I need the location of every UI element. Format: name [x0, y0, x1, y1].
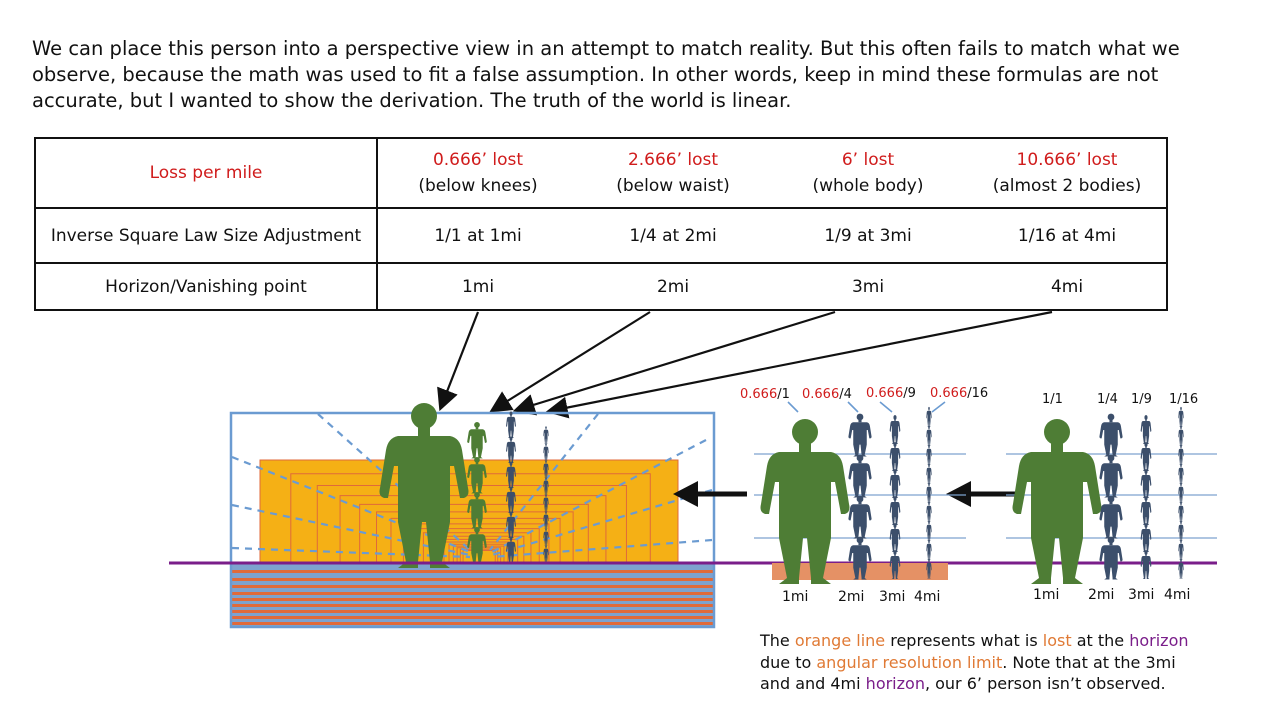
table-cell: 1/4 at 2mi	[578, 207, 768, 264]
horizon-term: horizon	[1129, 631, 1189, 650]
table-cell: 6’ lost (whole body)	[768, 137, 968, 209]
table-cell: 1mi	[377, 262, 578, 311]
table-row: Horizon/Vanishing point 1mi 2mi 3mi 4mi	[34, 262, 1168, 311]
loss-desc: (almost 2 bodies)	[992, 176, 1142, 196]
right-figure: 1/1 1/4 1/9 1/16 1mi 2mi 3mi 4mi	[1006, 392, 1217, 603]
floor-stripe	[231, 622, 714, 625]
floor-stripe	[231, 604, 714, 607]
fraction-label: 1/1	[1042, 392, 1063, 407]
person-stack-4mi	[1178, 406, 1184, 579]
person-1mi	[760, 419, 850, 584]
row-label-loss: Loss per mile	[34, 137, 378, 209]
loss-desc: (below waist)	[616, 176, 730, 196]
loss-value: 0.666’ lost	[432, 150, 524, 170]
person-1mi	[1012, 419, 1102, 584]
intro-line-3: accurate, but I wanted to show the deriv…	[32, 89, 792, 112]
floor-stripe	[231, 610, 714, 613]
fraction-label: 0.666/4	[802, 387, 852, 402]
transition-arrows	[673, 481, 1015, 507]
table-cell: 1/16 at 4mi	[968, 207, 1168, 264]
distance-label: 4mi	[1164, 587, 1190, 603]
distance-label: 4mi	[914, 589, 940, 605]
distance-label: 3mi	[1128, 587, 1154, 603]
floor-stripe	[231, 570, 714, 573]
loss-desc: (below knees)	[418, 176, 538, 196]
distance-label: 1mi	[1033, 587, 1059, 603]
arrow-4mi	[545, 310, 1053, 419]
person-stack-3mi	[889, 415, 901, 580]
fraction-label: 0.666/1	[740, 387, 790, 402]
intro-line-1: We can place this person into a perspect…	[32, 37, 1180, 60]
orange-line-term: orange line	[794, 631, 886, 650]
loss-table: Loss per mile 0.666’ lost (below knees) …	[34, 137, 1168, 311]
horizon-term: horizon	[865, 674, 925, 693]
tunnel-frame	[290, 473, 651, 563]
floor-stripes	[231, 570, 714, 625]
arrow-2mi	[489, 311, 651, 413]
middle-distance-labels: 1mi 2mi 3mi 4mi	[782, 589, 940, 605]
table-cell: 4mi	[968, 262, 1168, 311]
row-label-isl: Inverse Square Law Size Adjustment	[34, 207, 378, 264]
table-cell: 2.666’ lost (below waist)	[578, 137, 768, 209]
table-cell: 10.666’ lost (almost 2 bodies)	[968, 137, 1168, 209]
person-stack-3mi	[1140, 415, 1152, 580]
lost-term: lost	[1042, 631, 1072, 650]
middle-figure: 0.666/1 0.666/4 0.666/9 0.666/16 1mi 2mi…	[740, 386, 988, 605]
tunnel-frame	[339, 495, 607, 563]
person-stack-4mi	[926, 406, 932, 579]
intro-line-2: observe, because the math was used to fi…	[32, 63, 1159, 86]
fraction-label: 1/16	[1169, 392, 1198, 407]
table-cell: 1/9 at 3mi	[768, 207, 968, 264]
scene-frame	[229, 411, 716, 629]
intro-text: We can place this person into a perspect…	[32, 36, 1262, 114]
row-label-horizon: Horizon/Vanishing point	[34, 262, 378, 311]
fraction-label: 0.666/16	[930, 386, 988, 401]
person-stack-2mi	[848, 413, 872, 580]
perspective-scene	[229, 403, 716, 629]
table-cell: 3mi	[768, 262, 968, 311]
fraction-label: 0.666/9	[866, 386, 916, 401]
fraction-label: 1/4	[1097, 392, 1118, 407]
floor-stripe	[231, 598, 714, 601]
table-cell: 0.666’ lost (below knees)	[377, 137, 578, 209]
floor-stripe	[231, 578, 714, 581]
middle-fraction-labels: 0.666/1 0.666/4 0.666/9 0.666/16	[740, 386, 988, 402]
right-distance-labels: 1mi 2mi 3mi 4mi	[1033, 587, 1190, 603]
floor-stripe	[231, 585, 714, 588]
distance-label: 2mi	[838, 589, 864, 605]
arrow-3mi	[512, 310, 836, 416]
floor-stripe	[231, 592, 714, 595]
loss-value: 6’ lost	[841, 150, 895, 170]
caption: The orange line represents what is lost …	[760, 631, 1189, 693]
arrow-1mi	[437, 311, 480, 412]
loss-value: 10.666’ lost	[1016, 150, 1118, 170]
fraction-label: 1/9	[1131, 392, 1152, 407]
table-cell: 2mi	[578, 262, 768, 311]
loss-value: 2.666’ lost	[627, 150, 719, 170]
right-fraction-labels: 1/1 1/4 1/9 1/16	[1042, 392, 1198, 407]
table-row: Loss per mile 0.666’ lost (below knees) …	[34, 137, 1168, 209]
person-stack-2mi	[1099, 413, 1123, 580]
label-pointers	[787, 401, 946, 413]
angular-resolution-term: angular resolution limit	[816, 652, 1003, 672]
distance-label: 2mi	[1088, 587, 1114, 603]
table-row: Inverse Square Law Size Adjustment 1/1 a…	[34, 207, 1168, 264]
table-cell: 1/1 at 1mi	[377, 207, 578, 264]
floor-stripe	[231, 616, 714, 619]
loss-desc: (whole body)	[812, 176, 924, 196]
distance-label: 3mi	[879, 589, 905, 605]
distance-label: 1mi	[782, 589, 808, 605]
pointer-arrows	[437, 310, 1053, 419]
